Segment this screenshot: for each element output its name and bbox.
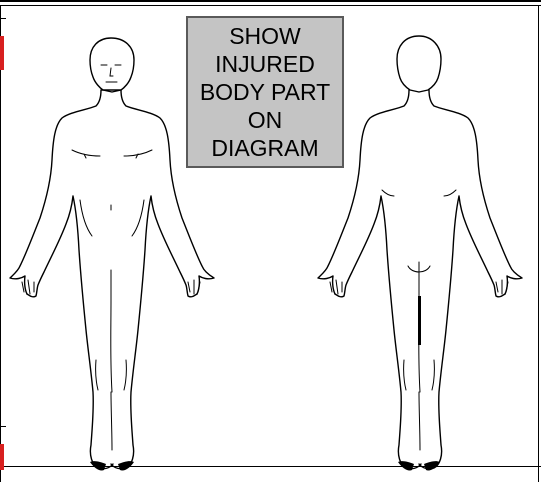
front-head (90, 38, 134, 92)
back-body-figure[interactable] (318, 36, 522, 471)
instruction-box: SHOW INJURED BODY PART ON DIAGRAM (186, 16, 344, 168)
back-head (397, 36, 441, 92)
instruction-line-4: ON (248, 106, 283, 134)
front-body-outline (10, 90, 214, 294)
instruction-line-1: SHOW (229, 22, 301, 50)
instruction-line-5: DIAGRAM (211, 134, 318, 162)
instruction-line-2: INJURED (215, 50, 315, 78)
front-body-figure[interactable] (10, 38, 214, 471)
instruction-line-3: BODY PART (200, 78, 330, 106)
